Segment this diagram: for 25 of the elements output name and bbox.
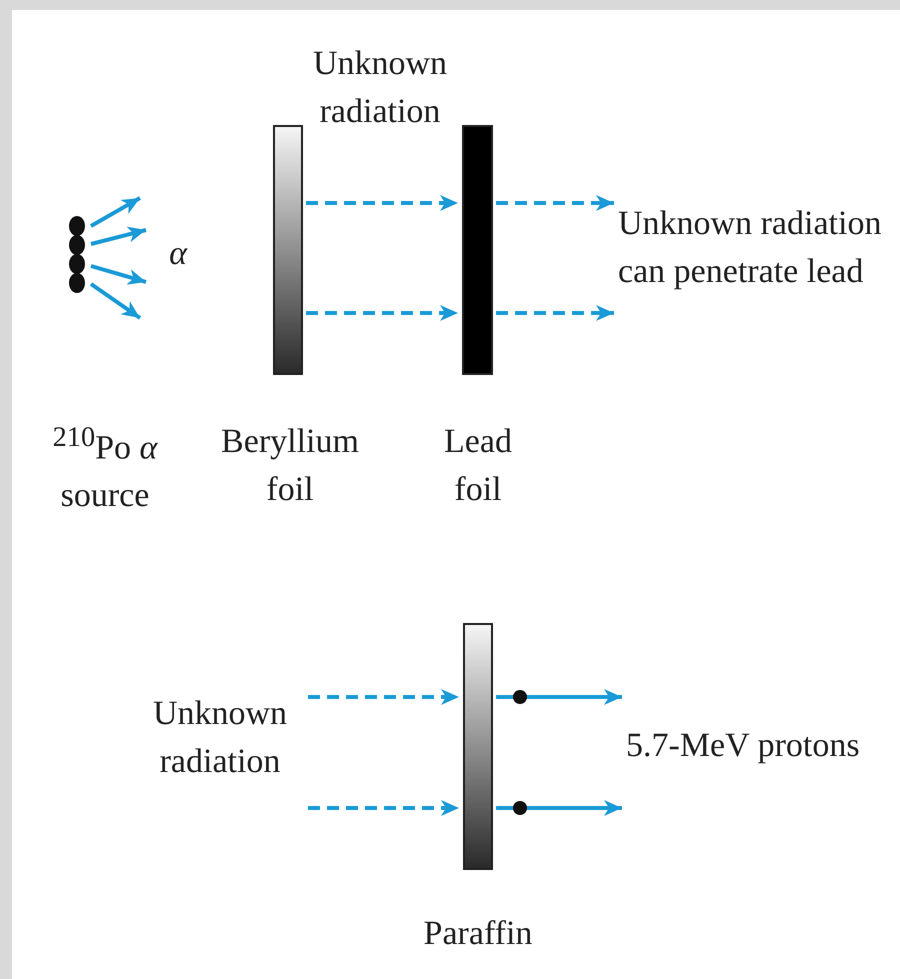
arrow bbox=[496, 800, 622, 816]
radiation-label: Unknown radiation bbox=[312, 44, 448, 132]
arrow bbox=[90, 264, 147, 285]
foil-plate bbox=[273, 125, 303, 375]
arrow bbox=[308, 800, 459, 816]
proton-label: 5.7-MeV protons bbox=[626, 722, 891, 770]
arrow bbox=[496, 689, 622, 705]
arrow bbox=[496, 195, 614, 211]
arrow bbox=[496, 305, 614, 321]
paraffin-slab bbox=[463, 623, 493, 870]
arrow bbox=[90, 226, 146, 246]
node-label: Lead foil bbox=[443, 422, 513, 510]
arrow bbox=[90, 282, 142, 320]
foil-plate bbox=[462, 125, 493, 375]
node-label: Paraffin bbox=[422, 914, 534, 954]
arrow bbox=[90, 196, 141, 228]
arrow bbox=[306, 195, 458, 211]
node-label: Beryllium foil bbox=[220, 422, 360, 510]
arrow bbox=[306, 305, 458, 321]
arrow bbox=[308, 689, 459, 705]
radiation-label: Unknown radiation bbox=[135, 690, 305, 786]
result-text: Unknown radiation can penetrate lead bbox=[618, 200, 900, 296]
node-label: $^{210}$Po α source bbox=[52, 421, 159, 516]
alpha-source-icon bbox=[66, 216, 88, 296]
particle-symbol: α bbox=[168, 234, 188, 274]
